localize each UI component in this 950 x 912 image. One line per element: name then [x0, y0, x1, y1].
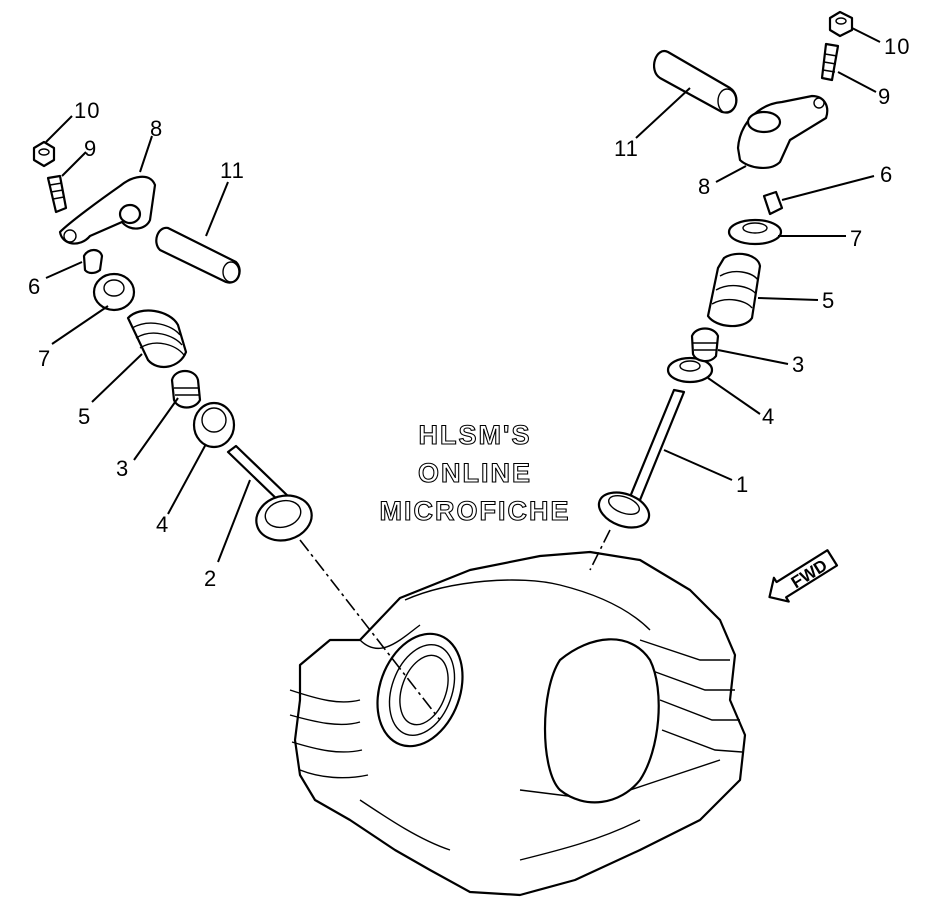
leader-lines — [45, 27, 881, 563]
forward-direction-badge: FWD — [768, 549, 839, 603]
rocker-shaft-11-right — [652, 49, 738, 114]
callout-labels: 10 9 8 11 6 7 5 3 4 2 10 9 11 8 6 7 5 3 … — [28, 34, 910, 591]
valve-cotter-6-right — [762, 190, 784, 216]
locknut-10-left — [32, 140, 56, 168]
callout-right-3: 3 — [792, 352, 805, 377]
cylinder-head — [289, 550, 747, 897]
callout-right-1: 1 — [736, 472, 749, 497]
right-valve-assembly — [597, 10, 854, 529]
spring-retainer-7-right — [727, 218, 783, 246]
rocker-shaft-11-left — [155, 226, 241, 284]
callout-left-5: 5 — [78, 404, 91, 429]
locknut-10-right — [828, 10, 854, 38]
watermark-line-2: ONLINE — [418, 458, 532, 488]
watermark: HLSM'S ONLINE MICROFICHE — [379, 419, 571, 526]
watermark-line-3: MICROFICHE — [380, 496, 571, 526]
callout-right-9: 9 — [878, 84, 891, 109]
callout-left-11: 11 — [220, 158, 245, 183]
spring-seat-4-right — [666, 356, 714, 384]
callout-left-3: 3 — [116, 456, 129, 481]
callout-left-10: 10 — [74, 98, 100, 123]
valve-seal-3-right — [690, 327, 720, 363]
callout-right-5: 5 — [822, 288, 835, 313]
watermark-line-1: HLSM'S — [419, 420, 532, 450]
callout-right-6: 6 — [880, 162, 893, 187]
callout-left-7: 7 — [38, 346, 51, 371]
callout-left-6: 6 — [28, 274, 41, 299]
intake-valve-2 — [226, 444, 313, 542]
callout-left-2: 2 — [204, 566, 217, 591]
adjusting-screw-9-right — [820, 42, 840, 82]
callout-left-4: 4 — [156, 512, 169, 537]
callout-left-9: 9 — [84, 136, 97, 161]
callout-right-4: 4 — [762, 404, 775, 429]
valve-spring-5-right — [706, 252, 762, 328]
left-valve-assembly — [32, 140, 313, 542]
valve-seal-3-left — [170, 369, 202, 409]
assembly-lines — [299, 529, 611, 721]
callout-right-11: 11 — [614, 136, 639, 161]
spring-seat-4-left — [192, 401, 236, 449]
adjusting-screw-9-left — [46, 174, 68, 214]
valve-cotter-6-left — [82, 248, 104, 275]
spring-retainer-7-left — [92, 272, 136, 312]
exhaust-valve-1 — [597, 388, 686, 529]
valve-spring-5-left — [126, 309, 188, 369]
callout-right-8: 8 — [698, 174, 711, 199]
callout-left-8: 8 — [150, 116, 163, 141]
rocker-arm-8-right — [736, 94, 829, 169]
rocker-arm-8-left — [58, 175, 157, 245]
callout-right-7: 7 — [850, 226, 863, 251]
callout-right-10: 10 — [884, 34, 910, 59]
